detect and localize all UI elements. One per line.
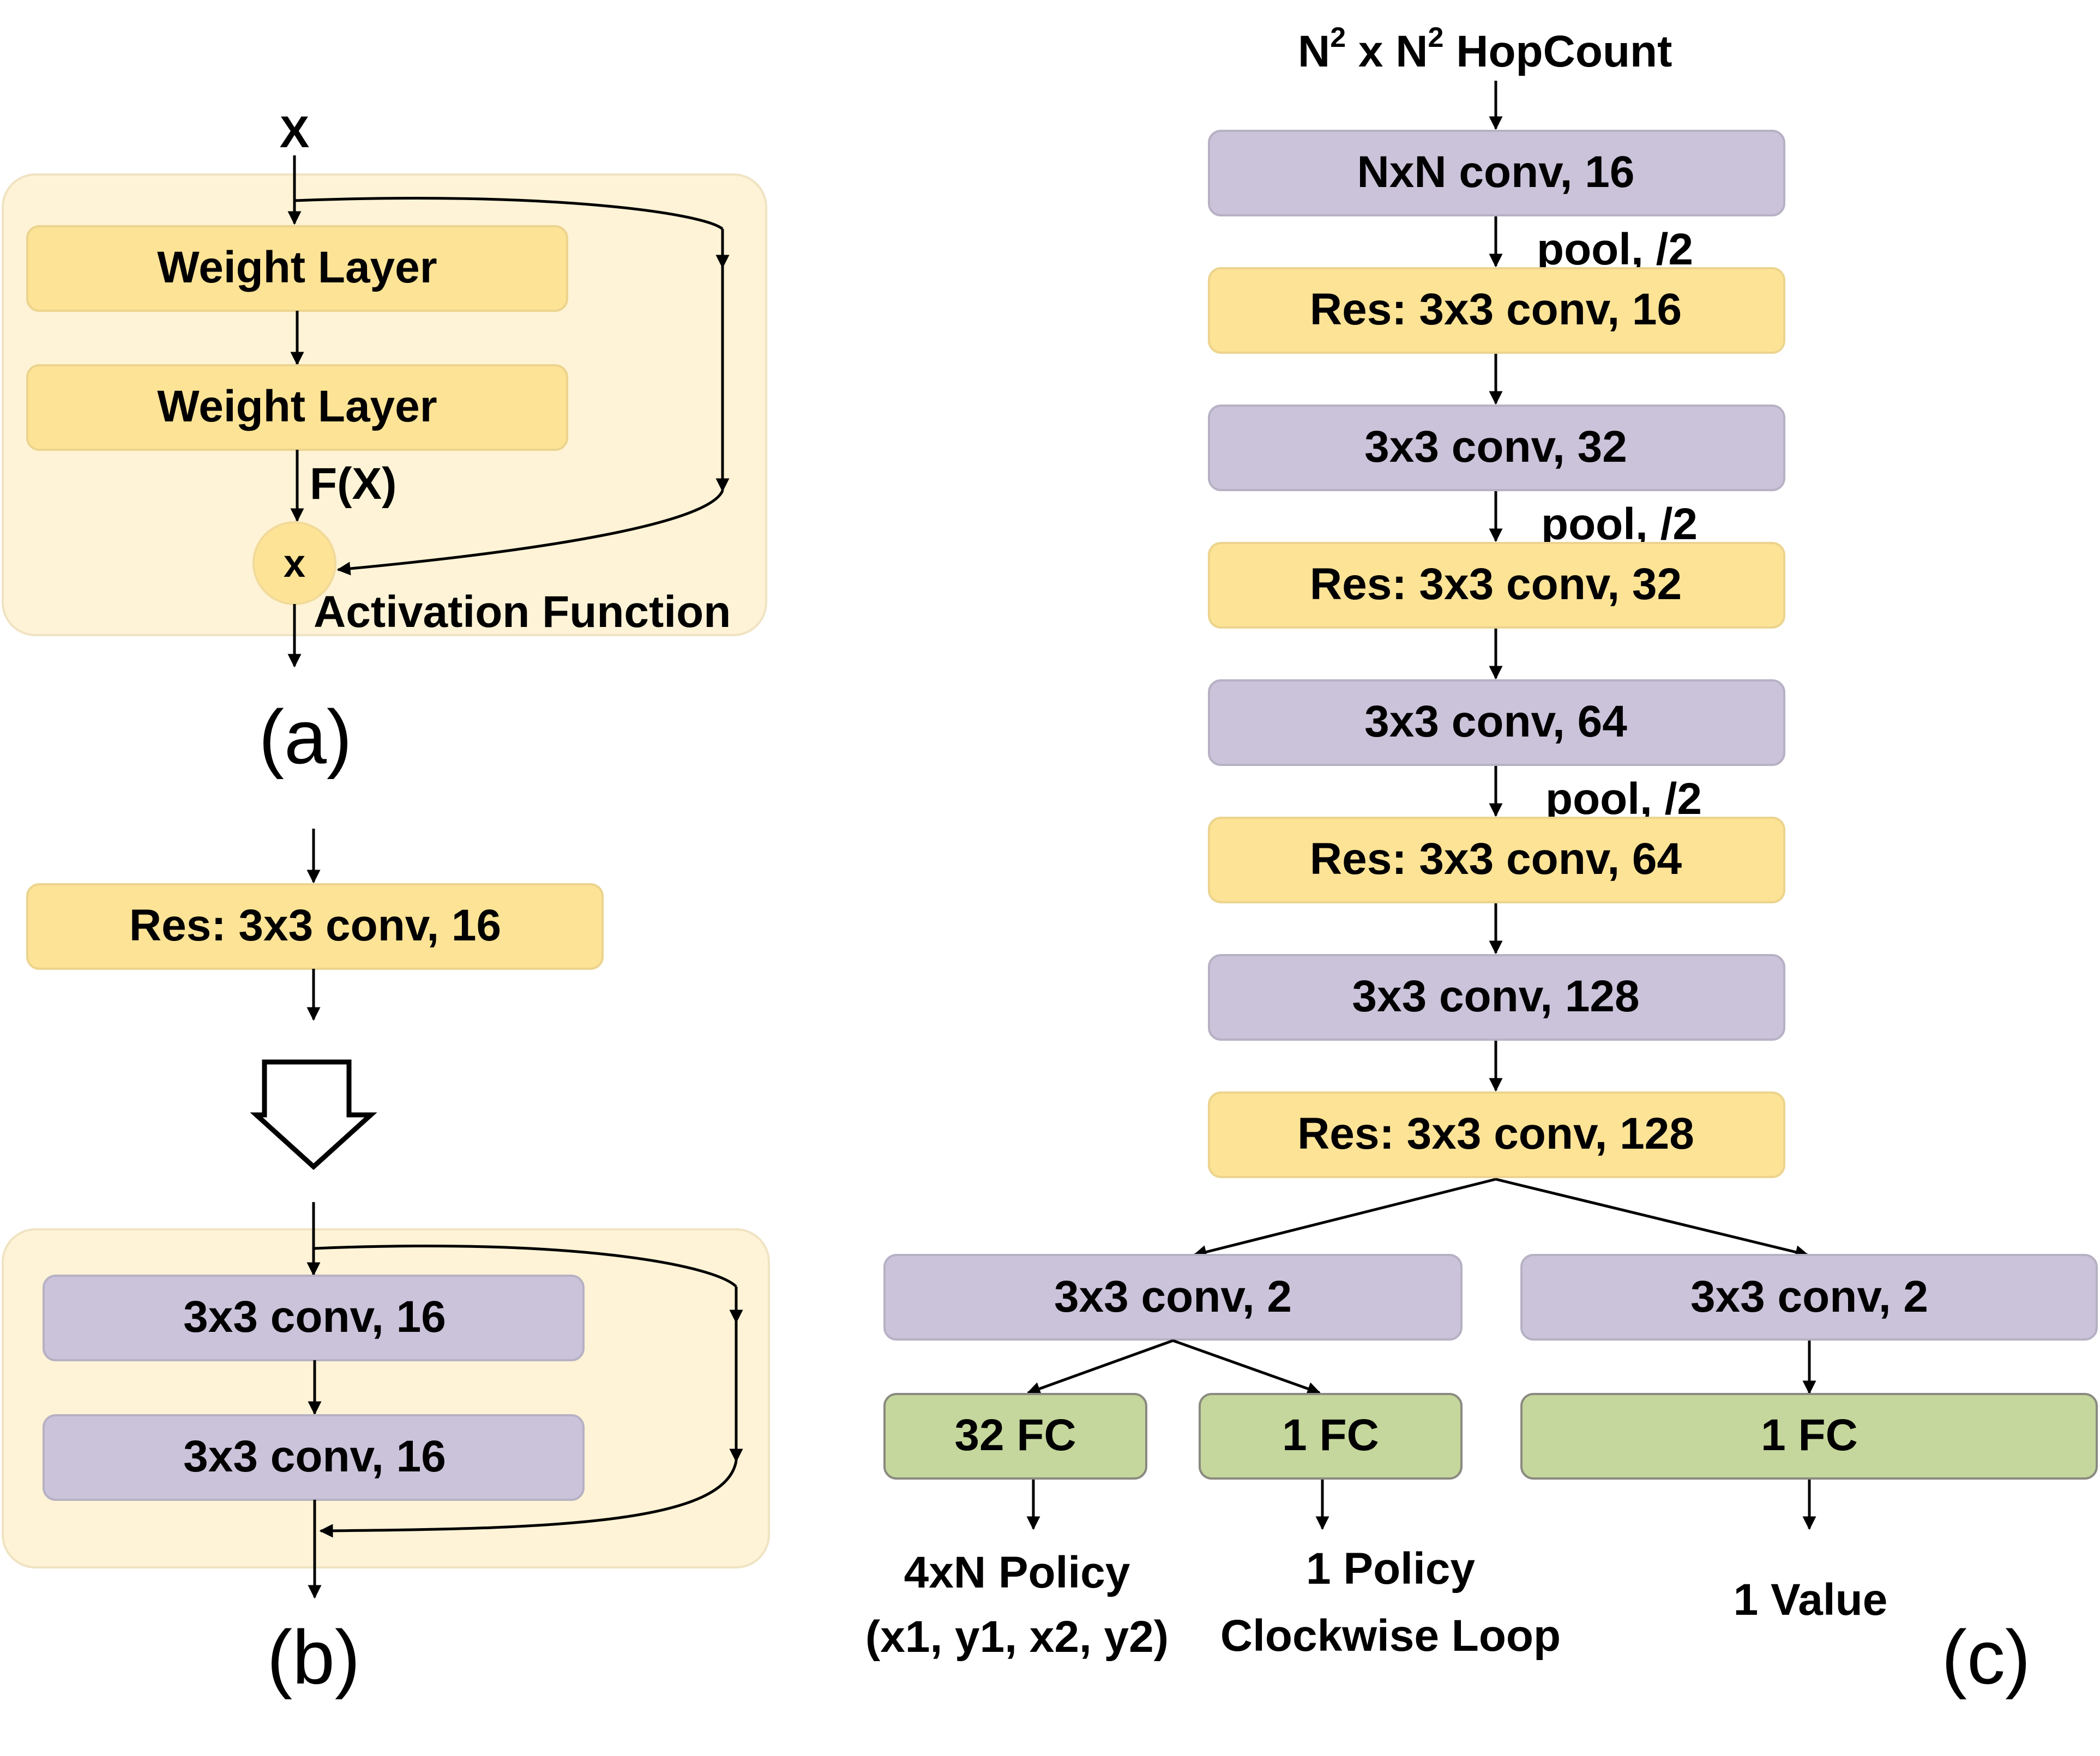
chain-block-0-label: NxN conv, 16 [1357,147,1635,197]
skip-b-return [319,1461,738,1538]
input-x-label: X [280,107,310,157]
weight-layer-2-label: Weight Layer [157,382,437,431]
value-head-label: 3x3 conv, 2 [1690,1272,1928,1321]
activation-function-label: Activation Function [314,587,731,637]
fc-32-label: 32 FC [954,1410,1076,1460]
chain-block-4-label: 3x3 conv, 64 [1364,697,1627,746]
chain-block-1-label: Res: 3x3 conv, 16 [1310,285,1682,334]
chain-block-5-label: Res: 3x3 conv, 64 [1310,834,1682,884]
main-block-chain: NxN conv, 16 pool, /2 Res: 3x3 conv, 16 3x3… [1208,130,1785,1178]
fc-1-value-block [1520,1393,2098,1480]
chain-block-0 [1208,130,1785,216]
weight-layer-1-label: Weight Layer [157,243,437,292]
pool-label-0: pool, /2 [1537,225,1693,274]
panel-b: Res: 3x3 conv, 16 3x3 conv, 16 3x3 conv,… [2,829,770,1700]
chain-block-2-label: 3x3 conv, 32 [1364,422,1627,472]
res-block-label: Res: 3x3 conv, 16 [129,901,501,950]
fc-1-policy-label: 1 FC [1282,1410,1379,1460]
arrow-to-fc-32 [1026,1339,1174,1396]
conv-block-2-label: 3x3 conv, 16 [183,1432,446,1481]
fx-label: F(X) [310,459,396,509]
input-label: N2 x N2 HopCount [1298,22,1672,76]
arrow-to-policy-head [1193,1178,1496,1259]
fc-1-value-label: 1 FC [1761,1410,1858,1460]
pool-label-2: pool, /2 [1545,774,1702,824]
panel-c: N2 x N2 HopCount NxN conv, 16 pool, /2 Res… [865,22,2098,1700]
fc-32-block [883,1393,1147,1480]
chain-block-6-label: 3x3 conv, 128 [1352,971,1639,1021]
chain-block-2 [1208,405,1785,491]
output-policy-line1: 4xN Policy [904,1548,1130,1597]
panel-a: X Weight Layer Weight Layer F(X) x Activ… [2,107,767,780]
skip-connection-top [294,197,724,230]
caption-a: (a) [258,694,352,780]
arrow-to-fc-1a [1172,1339,1321,1396]
caption-c: (c) [1941,1614,2030,1700]
conv-block-1-label: 3x3 conv, 16 [183,1292,446,1342]
policy-head-conv [883,1254,1463,1341]
fc-1-policy-block [1199,1393,1463,1480]
chain-block-7 [1208,1091,1785,1178]
chain-block-3-label: Res: 3x3 conv, 32 [1310,559,1682,609]
value-head-conv [1520,1254,2098,1341]
caption-b: (b) [267,1614,360,1700]
activation-node-symbol: x [284,542,305,586]
arrow-to-value-head [1495,1178,1809,1259]
output-loop-line2: Clockwise Loop [1220,1611,1561,1661]
pool-label-1: pool, /2 [1541,499,1698,549]
chain-block-1 [1208,267,1785,354]
chain-block-5 [1208,817,1785,903]
skip-connection-return [336,490,724,576]
chain-block-4 [1208,679,1785,766]
expand-arrow-icon [250,1059,377,1170]
chain-block-6 [1208,954,1785,1041]
output-policy-line2: (x1, y1, x2, y2) [865,1612,1169,1662]
output-value: 1 Value [1734,1575,1888,1625]
chain-block-7-label: Res: 3x3 conv, 128 [1297,1109,1694,1158]
policy-head-label: 3x3 conv, 2 [1054,1272,1292,1321]
skip-b-top [313,1244,737,1288]
output-loop-line1: 1 Policy [1306,1544,1475,1594]
chain-block-3 [1208,542,1785,629]
